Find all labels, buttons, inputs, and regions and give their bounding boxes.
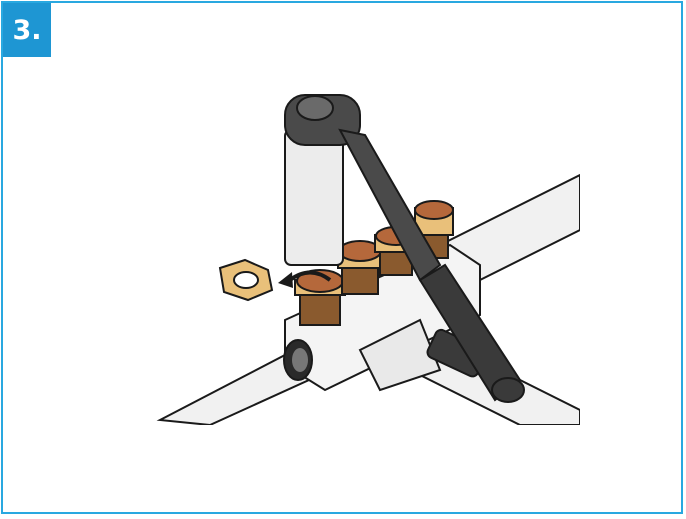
manifold-illustration	[156, 94, 580, 425]
step-number: 3.	[12, 14, 42, 46]
ratchet-wrench-icon	[284, 94, 525, 403]
rotation-arrow-icon	[278, 270, 332, 288]
hex-nut-icon	[218, 258, 274, 302]
brass-fitting-icon	[294, 200, 454, 326]
step-number-badge: 3.	[3, 3, 51, 57]
